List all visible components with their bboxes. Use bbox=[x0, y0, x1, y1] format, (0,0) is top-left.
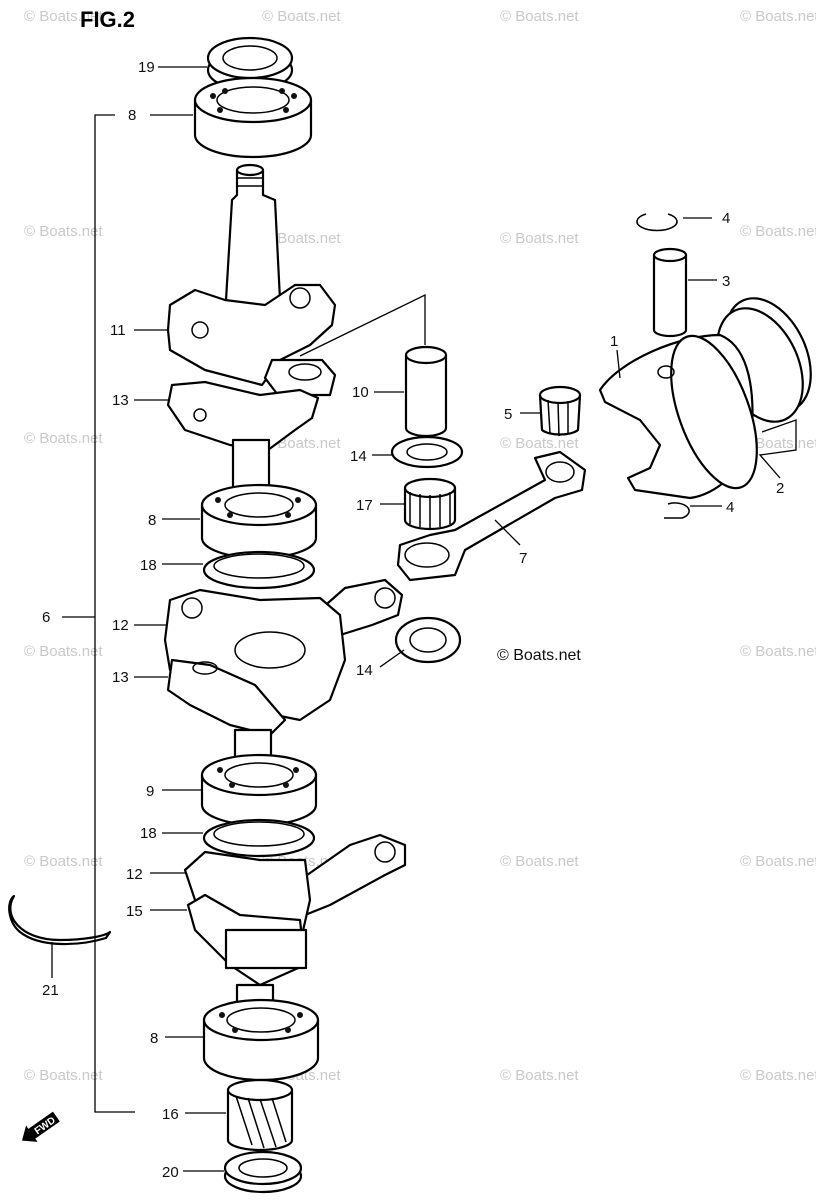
crank-pin-10 bbox=[404, 345, 448, 438]
watermark-text: © Boats.net bbox=[500, 1067, 579, 1084]
callout-label: 17 bbox=[356, 497, 373, 514]
needle-bearing-17 bbox=[403, 477, 457, 531]
seal-ring-18-upper bbox=[202, 550, 316, 590]
watermark-text: © Boats.net bbox=[740, 223, 816, 240]
callout-label: 1 bbox=[610, 333, 618, 350]
watermark-text: © Boats.net bbox=[262, 8, 341, 25]
bearing-mid bbox=[200, 483, 318, 560]
callout-label: 18 bbox=[140, 825, 157, 842]
connecting-rod-7 bbox=[396, 450, 587, 582]
callout-label: 4 bbox=[722, 210, 730, 227]
thrust-washer-14-upper bbox=[390, 435, 464, 469]
crankshaft-upper-shaft bbox=[224, 163, 282, 312]
watermark-text: © Boats.net bbox=[740, 8, 816, 25]
watermark-text: © Boats.net bbox=[24, 643, 103, 660]
callout-label: 3 bbox=[722, 273, 730, 290]
callout-label: 10 bbox=[352, 384, 369, 401]
callout-label: 8 bbox=[128, 107, 136, 124]
crank-web-13-upper bbox=[166, 380, 320, 452]
figure-title: FIG.2 bbox=[80, 7, 135, 32]
callout-label: 13 bbox=[112, 392, 129, 409]
leader-lines bbox=[51, 66, 797, 1172]
watermark-text: © Boats.net bbox=[740, 853, 816, 870]
callout-label: 14 bbox=[350, 448, 367, 465]
callout-label: 7 bbox=[519, 550, 527, 567]
callout-label: 19 bbox=[138, 59, 155, 76]
callout-label: 6 bbox=[42, 609, 50, 626]
forward-direction-arrow: FWD bbox=[21, 1111, 60, 1142]
watermark-text: © Boats.net bbox=[500, 853, 579, 870]
watermark-text: © Boats.net bbox=[262, 230, 341, 247]
watermark-text: © Boats.net bbox=[500, 230, 579, 247]
watermark-text: © Boats.net bbox=[24, 853, 103, 870]
callout-label: 12 bbox=[126, 866, 143, 883]
callout-label: 9 bbox=[146, 783, 154, 800]
bearing-9 bbox=[200, 753, 318, 827]
watermark-center-text: © Boats.net bbox=[497, 647, 581, 664]
bearing-bottom bbox=[202, 998, 320, 1082]
watermark-text: © Boats.net bbox=[500, 8, 579, 25]
piston-pin-clip-bottom bbox=[664, 502, 690, 519]
watermark-text: © Boats.net bbox=[24, 223, 103, 240]
callout-label: 11 bbox=[110, 322, 126, 339]
piston-pin-3 bbox=[652, 247, 688, 338]
callout-label: 13 bbox=[112, 669, 129, 686]
callout-label: 16 bbox=[162, 1106, 179, 1123]
crank-web-13-lower bbox=[166, 658, 287, 737]
callout-label: 20 bbox=[162, 1164, 179, 1181]
watermark-text: © Boats.net bbox=[24, 430, 103, 447]
piston-pin-clip-top bbox=[636, 213, 678, 232]
needle-bearing-5 bbox=[538, 385, 582, 437]
piston-1 bbox=[598, 333, 758, 500]
bearing-top bbox=[193, 76, 313, 159]
callout-label: 18 bbox=[140, 557, 157, 574]
watermark-text: © Boats.net bbox=[740, 435, 816, 452]
piston-rings-2 bbox=[716, 297, 812, 423]
seal-ring-18-lower bbox=[202, 818, 316, 858]
callout-label: 15 bbox=[126, 903, 143, 920]
callout-label: 12 bbox=[112, 617, 129, 634]
circlip-21 bbox=[8, 894, 112, 946]
watermark-text: © Boats.net bbox=[740, 1067, 816, 1084]
watermark-text: © Boats.net bbox=[24, 8, 103, 25]
watermark-text: © Boats.net bbox=[24, 1067, 103, 1084]
thrust-washer-14-lower bbox=[394, 616, 462, 664]
watermark-text: © Boats.net bbox=[500, 435, 579, 452]
callout-label: 14 bbox=[356, 662, 373, 679]
crank-web-11 bbox=[166, 283, 337, 397]
callout-label: 8 bbox=[148, 512, 156, 529]
watermark-text: © Boats.net bbox=[740, 643, 816, 660]
callout-label: 21 bbox=[42, 982, 59, 999]
drive-gear-16 bbox=[226, 1078, 294, 1152]
callout-label: 2 bbox=[776, 480, 784, 497]
callout-label: 4 bbox=[726, 499, 734, 516]
callout-labels: 19 8 11 13 8 18 6 12 13 9 18 12 15 21 8 … bbox=[42, 59, 784, 1181]
callout-label: 5 bbox=[504, 406, 512, 423]
oil-seal-bottom bbox=[223, 1150, 303, 1194]
callout-label: 8 bbox=[150, 1030, 158, 1047]
crank-web-15 bbox=[186, 893, 308, 987]
